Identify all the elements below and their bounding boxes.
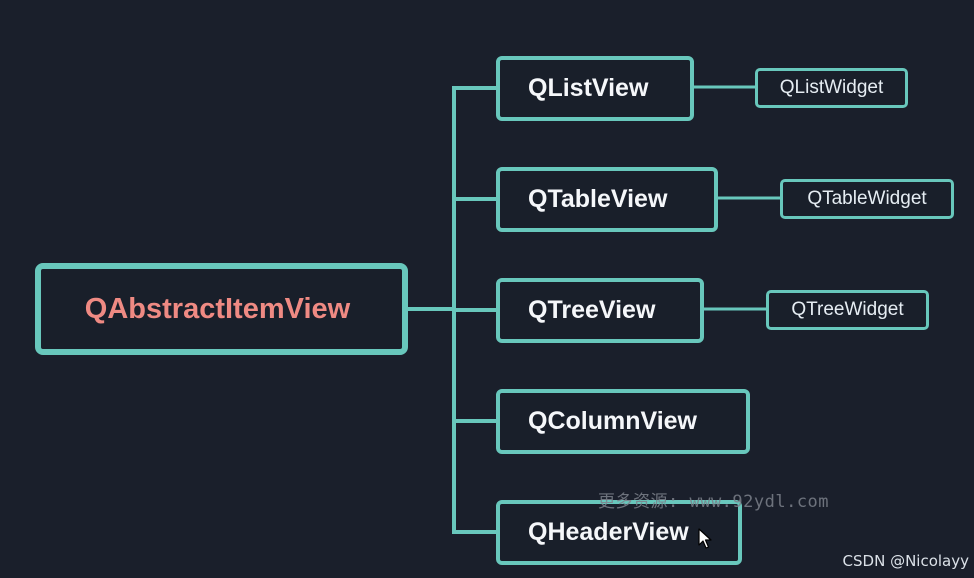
- node-label: QColumnView: [528, 407, 698, 435]
- root-node-label: QAbstractItemView: [84, 292, 351, 325]
- node-label: QListView: [528, 74, 649, 102]
- leaf-label: QListWidget: [779, 77, 884, 98]
- node-qtreeview: QTreeView: [496, 278, 704, 343]
- leaf-node-qlistwidget: QListWidget: [755, 68, 908, 108]
- watermark-text: 更多资源: www.92ydl.com: [598, 492, 830, 512]
- node-qtableview: QTableView: [496, 167, 718, 232]
- mouse-pointer-icon: [698, 528, 712, 549]
- node-label: QHeaderView: [528, 518, 689, 546]
- node-label: QTreeView: [528, 296, 656, 324]
- leaf-label: QTreeWidget: [791, 299, 904, 320]
- leaf-node-qtablewidget: QTableWidget: [780, 179, 954, 219]
- leaf-node-qtreewidget: QTreeWidget: [766, 290, 929, 330]
- root-node-qabstractitemview: QAbstractItemView: [35, 263, 408, 355]
- credit-text: CSDN @Nicolayy: [842, 552, 969, 570]
- leaf-label: QTableWidget: [807, 188, 927, 209]
- node-label: QTableView: [528, 185, 668, 213]
- node-qlistview: QListView: [496, 56, 694, 121]
- node-qcolumnview: QColumnView: [496, 389, 750, 454]
